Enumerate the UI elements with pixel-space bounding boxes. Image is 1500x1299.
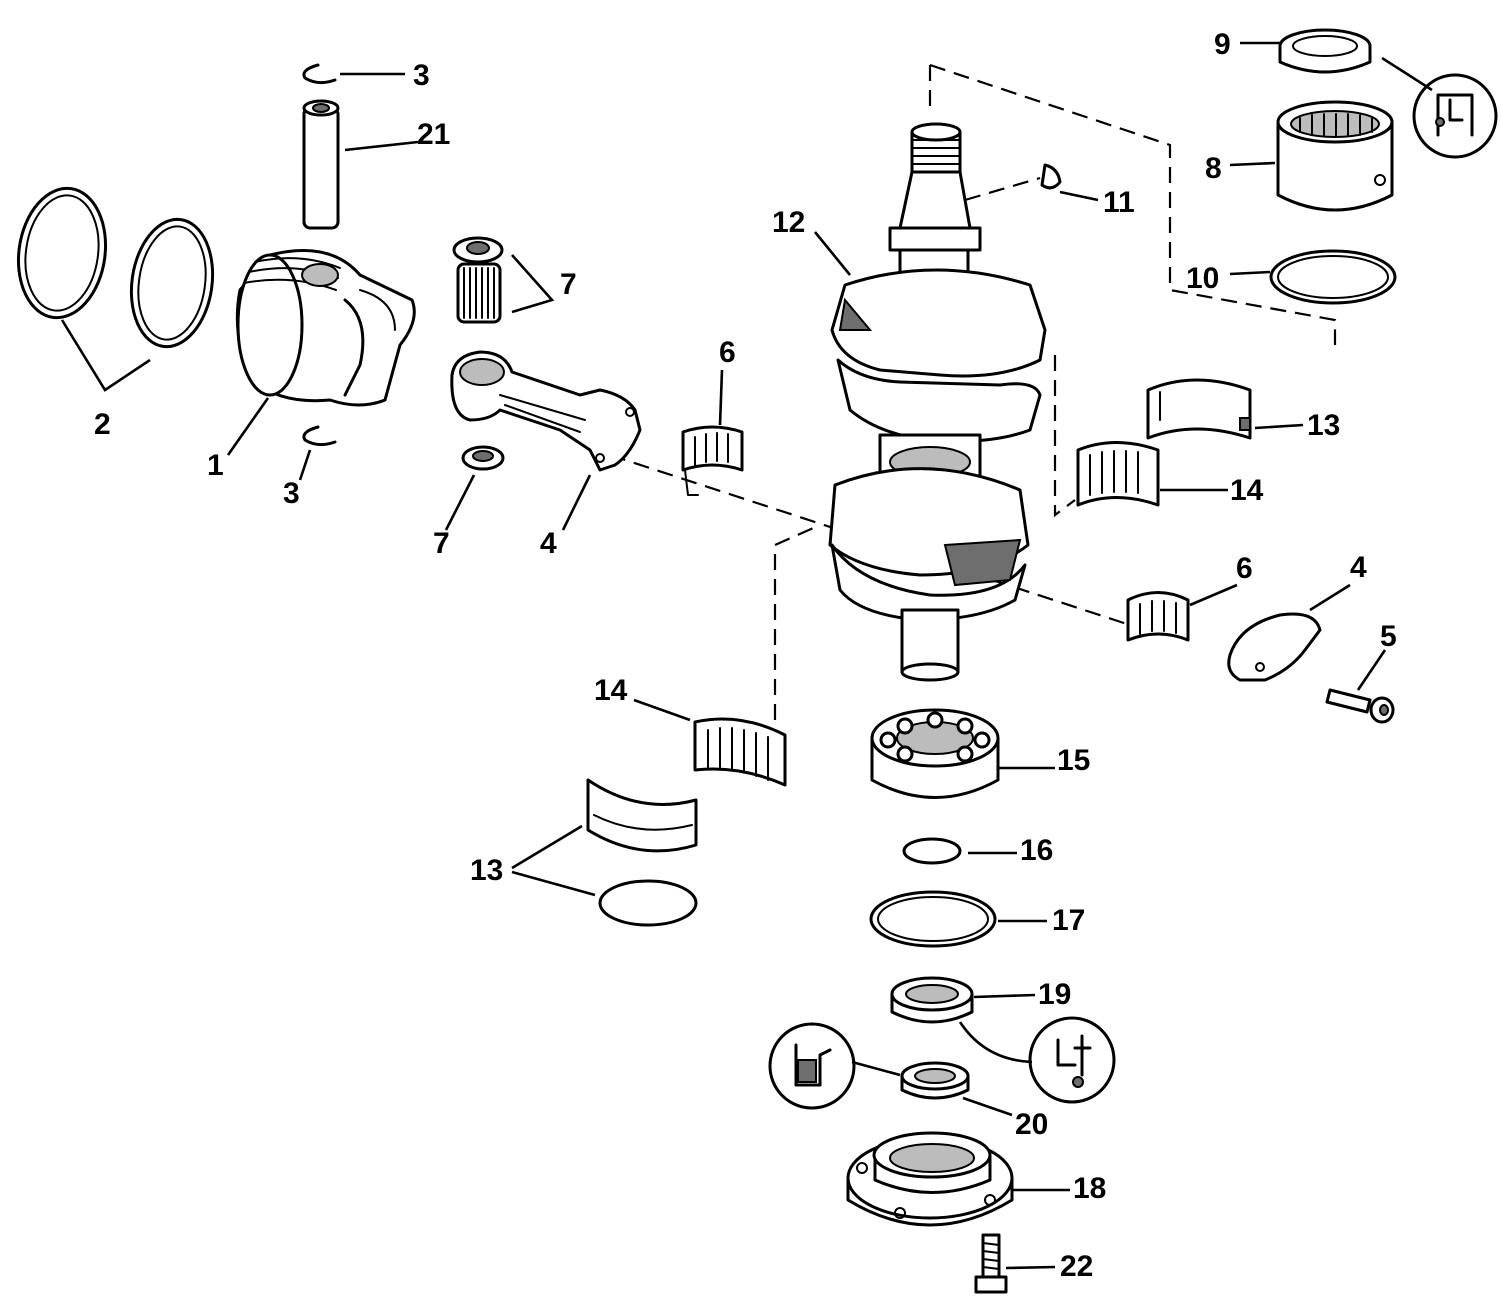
main-bearing-retaining-ring — [598, 879, 698, 927]
main-bearing-cage-right — [1076, 441, 1160, 507]
connecting-rod — [450, 350, 642, 472]
callout-7-top: 7 — [560, 268, 577, 301]
callout-6-lower: 6 — [1236, 552, 1253, 585]
callout-14-right: 14 — [1230, 474, 1264, 507]
callout-6-upper: 6 — [719, 336, 736, 369]
housing-screw — [974, 1233, 1008, 1294]
callout-11: 11 — [1103, 186, 1135, 219]
callout-3-top: 3 — [413, 59, 430, 92]
ball-bearing — [870, 708, 1000, 799]
piston-pin — [302, 99, 340, 230]
callout-4-rod: 4 — [540, 527, 557, 560]
callout-10: 10 — [1186, 262, 1219, 295]
lower-seal-outer — [890, 976, 974, 1024]
callout-20: 20 — [1015, 1108, 1048, 1141]
callout-1: 1 — [207, 449, 224, 482]
callout-22: 22 — [1060, 1250, 1093, 1283]
seal-lube-icon — [768, 1022, 856, 1110]
upper-needle-bearing — [1276, 100, 1394, 212]
lower-seal-inner — [900, 1061, 970, 1100]
seal-lube-icon — [1028, 1016, 1116, 1104]
wrist-pin-bearing-set — [452, 236, 505, 471]
callout-12: 12 — [772, 206, 805, 239]
rod-bearing-cage-lower — [1126, 591, 1190, 642]
callout-13-left: 13 — [470, 854, 503, 887]
callout-4-cap: 4 — [1350, 551, 1367, 584]
main-bearing-sleeve-lower — [586, 778, 698, 853]
lower-o-ring — [869, 890, 997, 948]
callout-2: 2 — [94, 408, 111, 441]
callout-18: 18 — [1073, 1172, 1106, 1205]
woodruff-key — [1040, 163, 1062, 190]
piston-rings — [16, 186, 215, 349]
upper-o-ring — [1269, 249, 1397, 305]
upper-seal — [1278, 28, 1372, 74]
callout-labels: 1 2 3 3 4 4 5 6 6 7 7 8 9 10 11 12 13 13… — [94, 28, 1397, 1283]
main-bearing-cage-left — [693, 717, 787, 787]
callout-21: 21 — [417, 118, 450, 151]
callout-7-bottom: 7 — [433, 527, 450, 560]
crankshaft — [828, 122, 1047, 682]
callout-14-left: 14 — [594, 674, 628, 707]
connecting-rod-cap — [1227, 612, 1322, 682]
rod-cap-screw — [1325, 688, 1395, 724]
callout-9: 9 — [1214, 28, 1231, 61]
main-bearing-sleeve-upper — [1146, 378, 1252, 440]
alignment-dashed-lines — [609, 63, 1337, 720]
leader-lines — [60, 41, 1433, 1270]
piston — [235, 249, 416, 407]
seal-lube-icon — [1412, 73, 1498, 159]
lower-retaining-ring — [902, 837, 962, 865]
callout-15: 15 — [1057, 744, 1090, 777]
rod-bearing-cage-upper — [681, 425, 744, 496]
callout-5: 5 — [1380, 620, 1397, 653]
retaining-rings — [302, 63, 337, 447]
callout-17: 17 — [1052, 904, 1085, 937]
lower-bearing-housing — [846, 1131, 1014, 1227]
callout-16: 16 — [1020, 834, 1053, 867]
callout-8: 8 — [1205, 152, 1222, 185]
callout-13-right: 13 — [1307, 409, 1340, 442]
callout-19: 19 — [1038, 978, 1071, 1011]
callout-3-bottom: 3 — [283, 477, 300, 510]
